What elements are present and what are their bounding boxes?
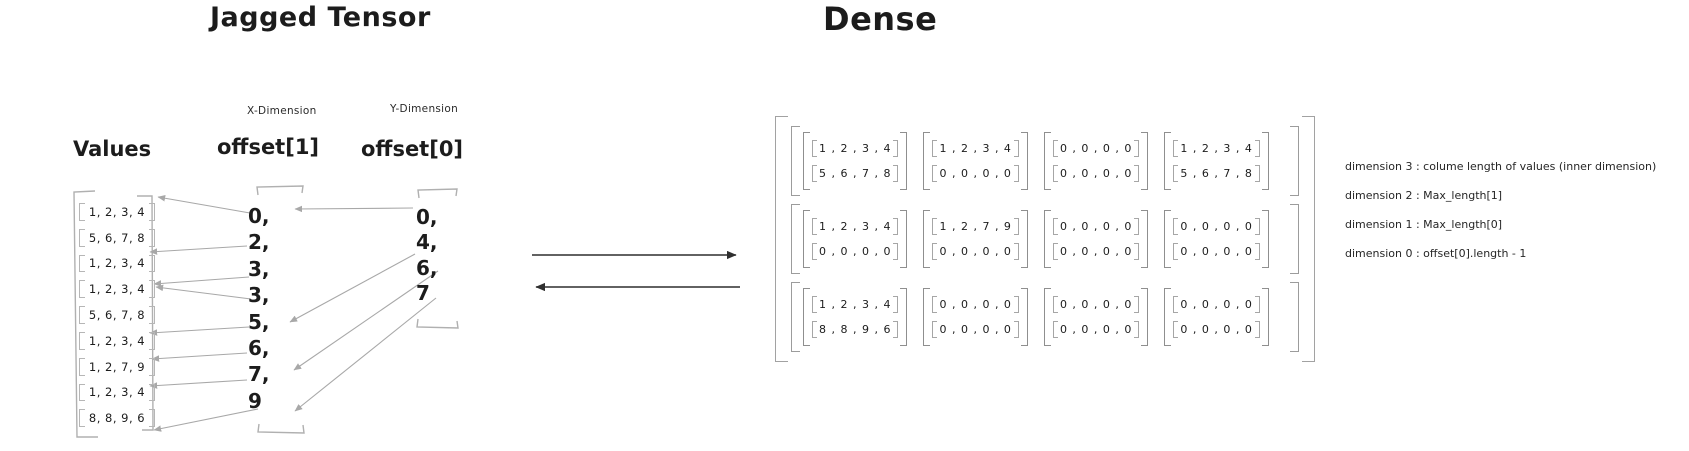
matrix-row: 0 , 0 , 0 , 0 <box>1173 218 1261 235</box>
offset1-value: 3, <box>248 283 270 308</box>
matrix-row: 1 , 2 , 7 , 9 <box>932 218 1020 235</box>
offset1-value: 3, <box>248 256 270 281</box>
matrix-row: 1 , 2 , 3 , 4 <box>812 218 899 235</box>
matrix-row: 0 , 0 , 0 , 0 <box>1052 321 1140 338</box>
dense-tensor: 1 , 2 , 3 , 4 5 , 6 , 7 , 8 1 , 2 , 3 , … <box>775 116 1315 362</box>
matrix-row: 0 , 0 , 0 , 0 <box>1052 165 1140 182</box>
values-row: 1, 2, 3, 4 <box>79 328 155 354</box>
offset0-values: 0, 4, 6, 7 <box>416 205 438 306</box>
matrix-row: 1 , 2 , 3 , 4 <box>812 140 899 157</box>
jagged-tensor-title: Jagged Tensor <box>210 2 431 33</box>
jagged-dense-conversion-arrows <box>532 250 740 292</box>
dimension-legend-line: dimension 0 : offset[0].length - 1 <box>1345 247 1527 260</box>
matrix-row: 0 , 0 , 0 , 0 <box>1173 243 1261 260</box>
values-row: 1, 2, 3, 4 <box>79 380 155 406</box>
dimension-legend: dimension 3 : colume length of values (i… <box>1345 160 1656 276</box>
matrix-row: 0 , 0 , 0 , 0 <box>1052 296 1140 313</box>
matrix-row: 0 , 0 , 0 , 0 <box>932 321 1020 338</box>
dense-matrix: 0 , 0 , 0 , 0 0 , 0 , 0 , 0 <box>1164 288 1270 346</box>
matrix-row: 0 , 0 , 0 , 0 <box>1173 321 1261 338</box>
dense-matrix: 1 , 2 , 3 , 4 0 , 0 , 0 , 0 <box>923 132 1029 190</box>
offset1-value: 6, <box>248 336 270 361</box>
offset1-value: 0, <box>248 204 270 228</box>
dense-row-group: 1 , 2 , 3 , 4 0 , 0 , 0 , 0 1 , 2 , 7 , … <box>791 204 1299 274</box>
matrix-row: 0 , 0 , 0 , 0 <box>932 165 1020 182</box>
values-row: 1, 2, 3, 4 <box>79 276 155 302</box>
offset0-column-label: offset[0] <box>361 137 464 161</box>
offset0-value: 7 <box>416 280 430 305</box>
offset1-values: 0, 2, 3, 3, 5, 6, 7, 9 <box>248 203 270 414</box>
values-row: 1, 2, 3, 4 <box>79 199 155 225</box>
dense-matrix: 1 , 2 , 3 , 4 0 , 0 , 0 , 0 <box>803 210 908 268</box>
dense-matrix: 0 , 0 , 0 , 0 0 , 0 , 0 , 0 <box>1164 210 1270 268</box>
offset0-value: 6, <box>416 255 438 280</box>
matrix-row: 8 , 8 , 9 , 6 <box>812 321 899 338</box>
matrix-row: 1 , 2 , 3 , 4 <box>1173 140 1261 157</box>
dimension-legend-line: dimension 1 : Max_length[0] <box>1345 218 1503 231</box>
matrix-row: 0 , 0 , 0 , 0 <box>932 243 1020 260</box>
values-row: 5, 6, 7, 8 <box>79 302 155 328</box>
values-row: 1, 2, 7, 9 <box>79 354 155 380</box>
y-dimension-label: Y-Dimension <box>390 103 459 115</box>
dimension-legend-line: dimension 2 : Max_length[1] <box>1345 189 1503 202</box>
offset1-to-values-arrows <box>149 194 259 432</box>
values-row: 5, 6, 7, 8 <box>79 225 155 251</box>
dense-matrix: 1 , 2 , 3 , 4 5 , 6 , 7 , 8 <box>1164 132 1270 190</box>
x-dimension-label: X-Dimension <box>247 105 317 117</box>
offset1-value: 7, <box>248 362 270 387</box>
offset1-value: 2, <box>248 230 270 255</box>
matrix-row: 5 , 6 , 7 , 8 <box>1173 165 1261 182</box>
dense-title: Dense <box>823 0 938 38</box>
dense-matrix: 0 , 0 , 0 , 0 0 , 0 , 0 , 0 <box>1043 288 1149 346</box>
dense-matrix: 1 , 2 , 3 , 4 5 , 6 , 7 , 8 <box>803 132 908 190</box>
offset0-value: 0, <box>416 205 438 229</box>
values-row: 8, 8, 9, 6 <box>79 405 155 431</box>
matrix-row: 0 , 0 , 0 , 0 <box>1173 296 1261 313</box>
matrix-row: 0 , 0 , 0 , 0 <box>812 243 899 260</box>
matrix-row: 0 , 0 , 0 , 0 <box>1052 243 1140 260</box>
values-column: 1, 2, 3, 4 5, 6, 7, 8 1, 2, 3, 4 1, 2, 3… <box>79 199 155 431</box>
matrix-row: 0 , 0 , 0 , 0 <box>932 296 1020 313</box>
dense-matrix: 1 , 2 , 7 , 9 0 , 0 , 0 , 0 <box>923 210 1029 268</box>
values-row: 1, 2, 3, 4 <box>79 251 155 277</box>
dense-row-group: 1 , 2 , 3 , 4 5 , 6 , 7 , 8 1 , 2 , 3 , … <box>791 126 1299 196</box>
matrix-row: 1 , 2 , 3 , 4 <box>812 296 899 313</box>
dense-matrix: 0 , 0 , 0 , 0 0 , 0 , 0 , 0 <box>923 288 1029 346</box>
matrix-row: 0 , 0 , 0 , 0 <box>1052 218 1140 235</box>
offset0-value: 4, <box>416 230 438 255</box>
dimension-legend-line: dimension 3 : colume length of values (i… <box>1345 160 1657 173</box>
dense-matrix: 1 , 2 , 3 , 4 8 , 8 , 9 , 6 <box>803 288 908 346</box>
offset1-value: 5, <box>248 309 270 334</box>
dense-matrix: 0 , 0 , 0 , 0 0 , 0 , 0 , 0 <box>1043 210 1149 268</box>
values-column-label: Values <box>73 137 152 161</box>
dense-row-group: 1 , 2 , 3 , 4 8 , 8 , 9 , 6 0 , 0 , 0 , … <box>791 282 1299 352</box>
dense-matrix: 0 , 0 , 0 , 0 0 , 0 , 0 , 0 <box>1043 132 1149 190</box>
matrix-row: 1 , 2 , 3 , 4 <box>932 140 1020 157</box>
matrix-row: 0 , 0 , 0 , 0 <box>1052 140 1140 157</box>
offset1-column-label: offset[1] <box>217 135 320 159</box>
offset1-value: 9 <box>248 388 262 413</box>
matrix-row: 5 , 6 , 7 , 8 <box>812 165 899 182</box>
